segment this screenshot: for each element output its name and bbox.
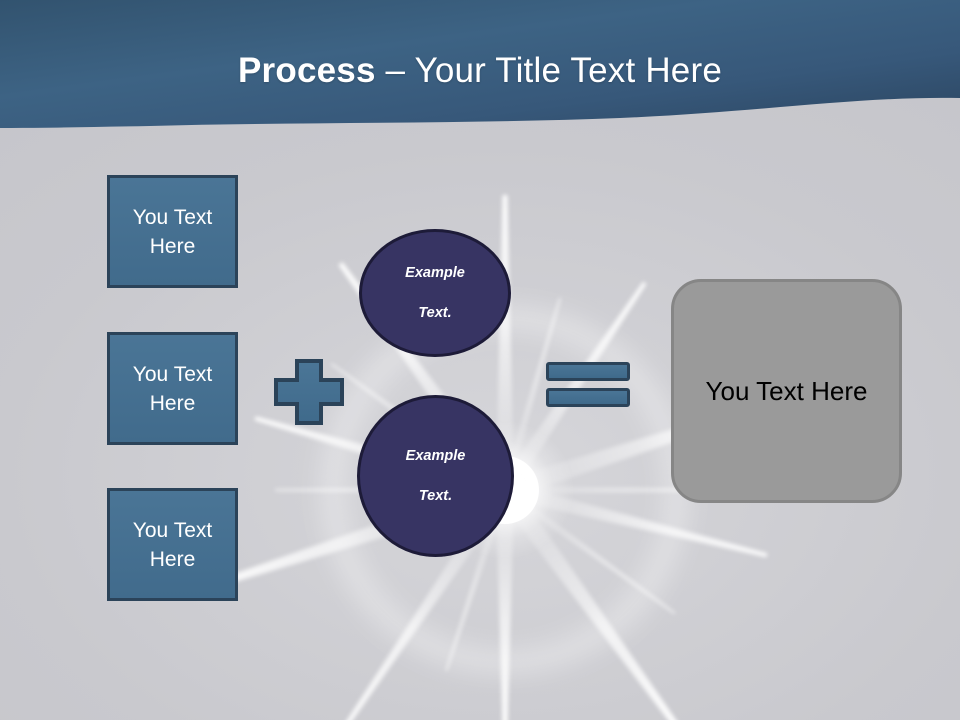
page-title-regular: – Your Title Text Here: [375, 51, 722, 90]
input-box-3-label: You Text Here: [132, 518, 213, 571]
input-box-3[interactable]: You Text Here: [107, 488, 238, 601]
example-circle-1-line2: Text.: [418, 305, 452, 321]
example-circle-2-line1: Example: [405, 448, 466, 464]
equals-icon: [546, 362, 630, 407]
result-box-label: You Text Here: [705, 375, 868, 406]
input-box-1[interactable]: You Text Here: [107, 175, 238, 288]
page-title-bold: Process: [238, 51, 376, 90]
example-circle-1[interactable]: Example Text.: [359, 229, 511, 357]
equals-bar-bottom: [546, 388, 630, 407]
example-circle-2[interactable]: Example Text.: [357, 395, 514, 557]
example-circle-2-line2: Text.: [418, 488, 453, 504]
input-box-1-label: You Text Here: [132, 205, 213, 258]
header-band: [0, 0, 960, 150]
example-circle-1-line1: Example: [405, 265, 465, 281]
plus-icon: [273, 358, 345, 426]
equals-bar-top: [546, 362, 630, 381]
example-circle-1-label: Example Text.: [396, 263, 474, 323]
result-box[interactable]: You Text Here: [671, 279, 902, 503]
input-box-2[interactable]: You Text Here: [107, 332, 238, 445]
example-circle-2-label: Example Text.: [397, 446, 475, 506]
page-title: Process – Your Title Text Here: [0, 50, 960, 92]
input-box-2-label: You Text Here: [132, 362, 213, 415]
